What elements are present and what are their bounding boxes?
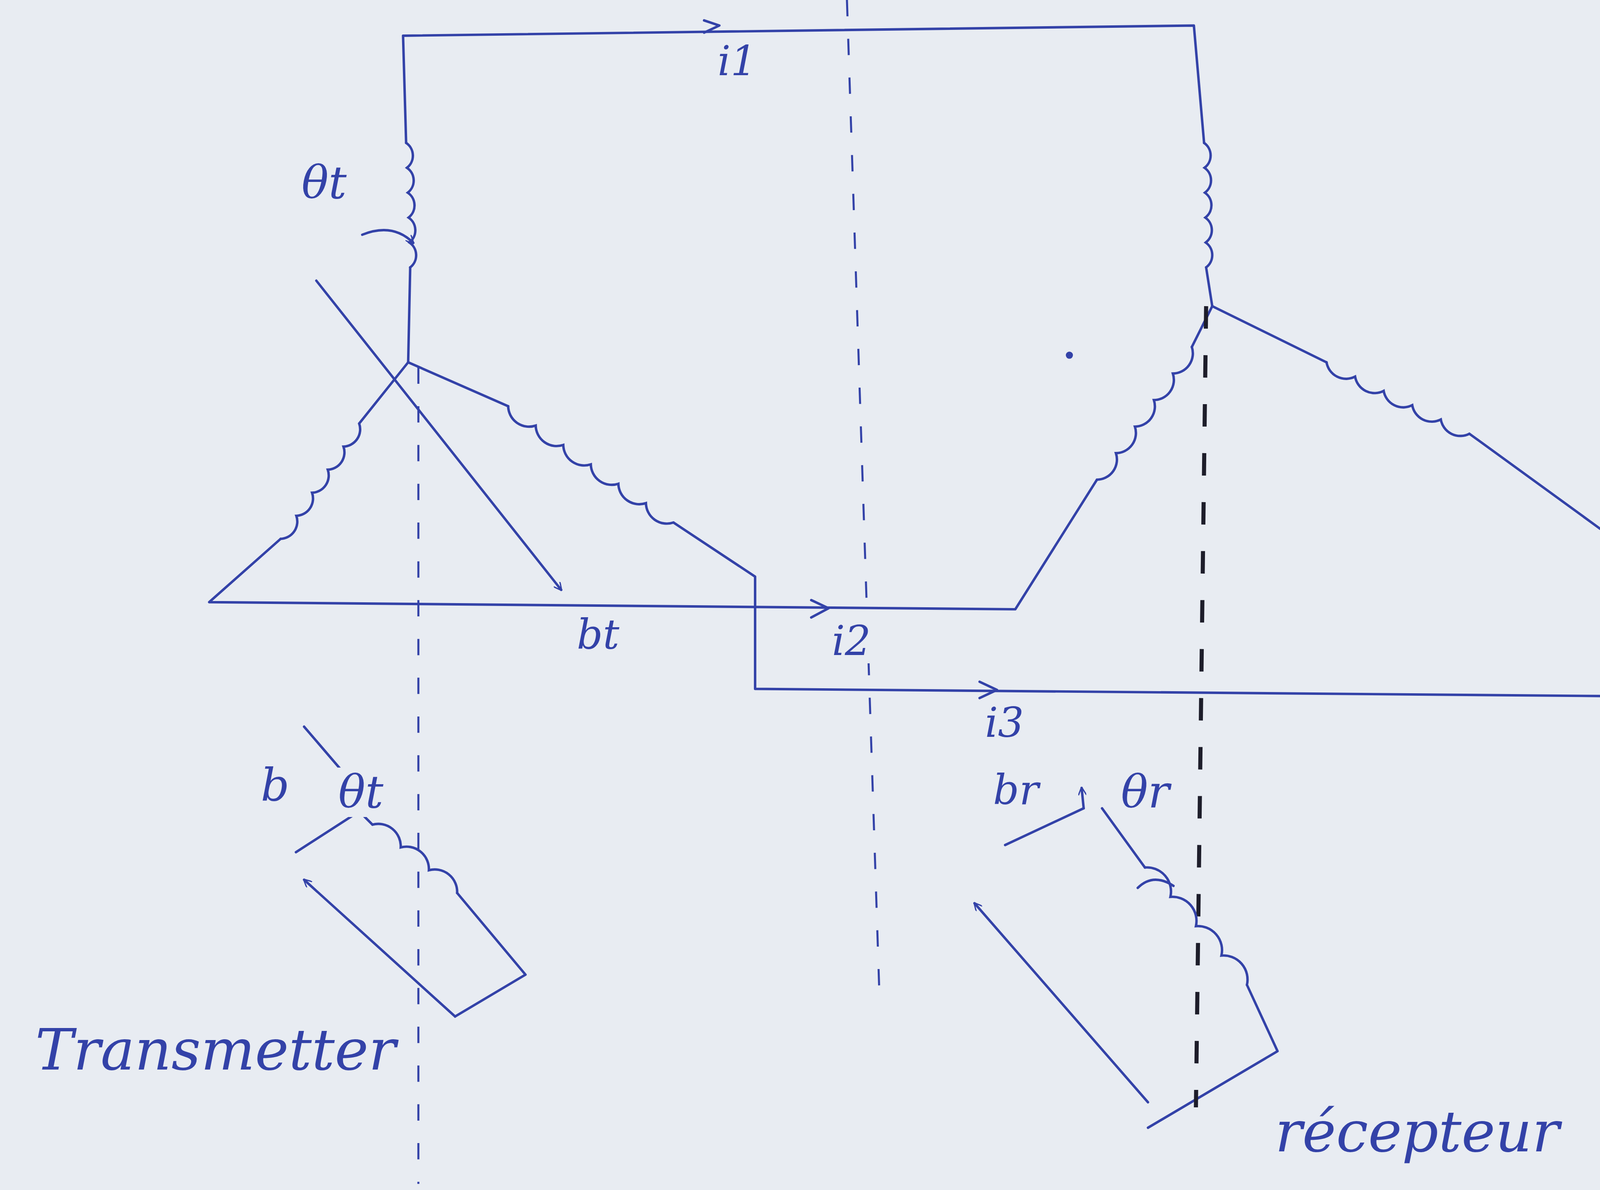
wire xyxy=(1469,433,1600,529)
axis-line xyxy=(1101,808,1145,868)
wire xyxy=(1206,267,1213,307)
signal-label: θt xyxy=(334,767,388,818)
br-arrow xyxy=(1081,787,1084,809)
wire xyxy=(408,362,509,407)
signal-label: θr xyxy=(1117,767,1174,818)
current-arrow xyxy=(979,681,997,698)
wire xyxy=(1212,306,1327,363)
rotor-arrow xyxy=(304,879,456,1017)
coil-symbol xyxy=(1096,346,1193,480)
signal-label: b xyxy=(257,760,293,810)
wire-i1 xyxy=(402,25,1204,143)
dashed-axis xyxy=(846,0,880,1001)
dashed-axis xyxy=(1195,306,1207,1108)
coil-symbol xyxy=(1204,142,1213,268)
bracket xyxy=(1148,984,1278,1128)
coils xyxy=(280,142,1470,985)
wire-i3 xyxy=(673,522,1600,697)
coil-symbol xyxy=(1326,362,1470,436)
bracket xyxy=(1005,808,1084,845)
coil-symbol xyxy=(280,423,361,540)
signal-label: θt xyxy=(297,158,351,208)
current-arrow xyxy=(704,20,720,33)
wire xyxy=(1191,306,1213,347)
signal-label: i2 xyxy=(828,618,875,664)
wire xyxy=(408,267,411,363)
current-arrow xyxy=(811,600,829,618)
coil-symbol xyxy=(406,142,417,268)
rotor-axis-arrow xyxy=(316,280,562,591)
angle-arc xyxy=(362,230,414,243)
coil-symbol xyxy=(507,406,674,524)
signal-label: bt xyxy=(573,612,623,658)
coil-symbol xyxy=(372,823,458,893)
signal-label: br xyxy=(989,767,1043,813)
section-title: récepteur xyxy=(1270,1100,1565,1164)
wire-i2 xyxy=(209,479,1097,610)
wire xyxy=(359,362,409,424)
polarity-dot xyxy=(1065,351,1073,359)
rotor-arrow xyxy=(974,903,1149,1103)
dashed-axis xyxy=(417,367,420,1185)
dashed-axes xyxy=(418,0,880,1184)
section-title: Transmetter xyxy=(30,1018,401,1082)
signal-label: i3 xyxy=(981,700,1028,746)
bracket xyxy=(455,893,526,1017)
signal-label: i1 xyxy=(714,38,761,84)
coil-symbol xyxy=(1144,867,1248,985)
bracket xyxy=(295,811,359,852)
